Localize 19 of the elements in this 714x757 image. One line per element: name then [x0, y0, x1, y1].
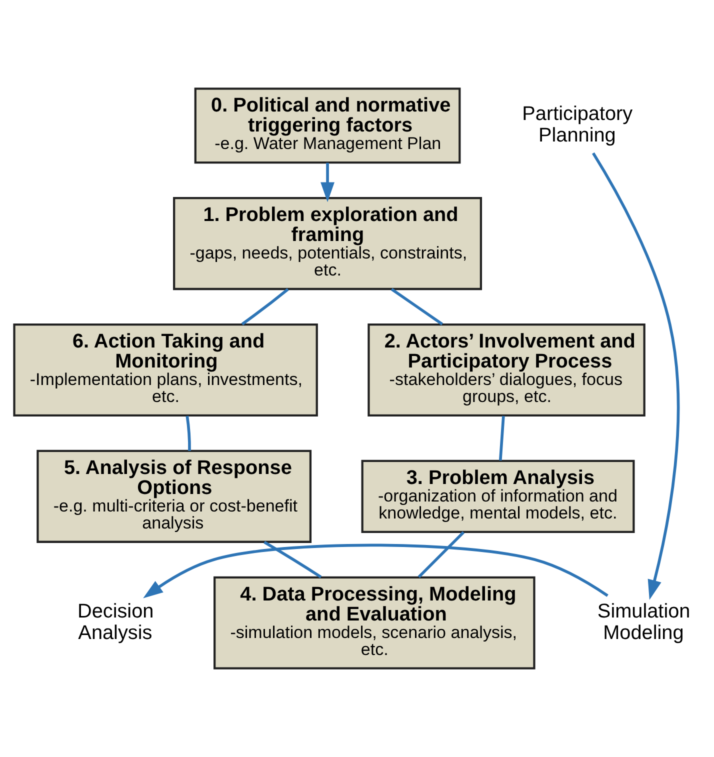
node-box: 4. Data Processing, Modeling and Evaluation -simulation models, scenario analysis, etc.	[214, 576, 536, 670]
connector	[418, 531, 465, 578]
node-box: 3. Problem Analysis -organization of information and knowledge, mental models, etc.	[361, 460, 635, 533]
node-box: 1. Problem exploration and framing -gaps, needs, potentials, constraints, etc.	[173, 197, 482, 290]
connector	[390, 288, 444, 326]
arrow	[592, 152, 680, 600]
arrow	[320, 162, 334, 202]
connector	[498, 416, 505, 461]
node-box: 2. Actors’ Involvement and Participatory Process -stakeholders’ dialogues, focus groups, etc.	[368, 323, 646, 416]
node-box: 5. Analysis of Response Options -e.g. multi-criteria or cost-benefit analysis	[36, 450, 312, 543]
node-text: Simulation Modeling	[597, 600, 690, 644]
connector	[186, 416, 191, 451]
node-box: 6. Action Taking and Monitoring -Implementation plans, investments, etc.	[13, 323, 318, 416]
node-text: Participatory Planning	[522, 103, 633, 147]
arrow	[143, 544, 608, 598]
connector	[241, 288, 289, 326]
node-text: Decision Analysis	[77, 600, 154, 644]
node-box: 0. Political and normative triggering factors -e.g. Water Management Plan	[194, 88, 461, 164]
connector	[264, 540, 322, 578]
